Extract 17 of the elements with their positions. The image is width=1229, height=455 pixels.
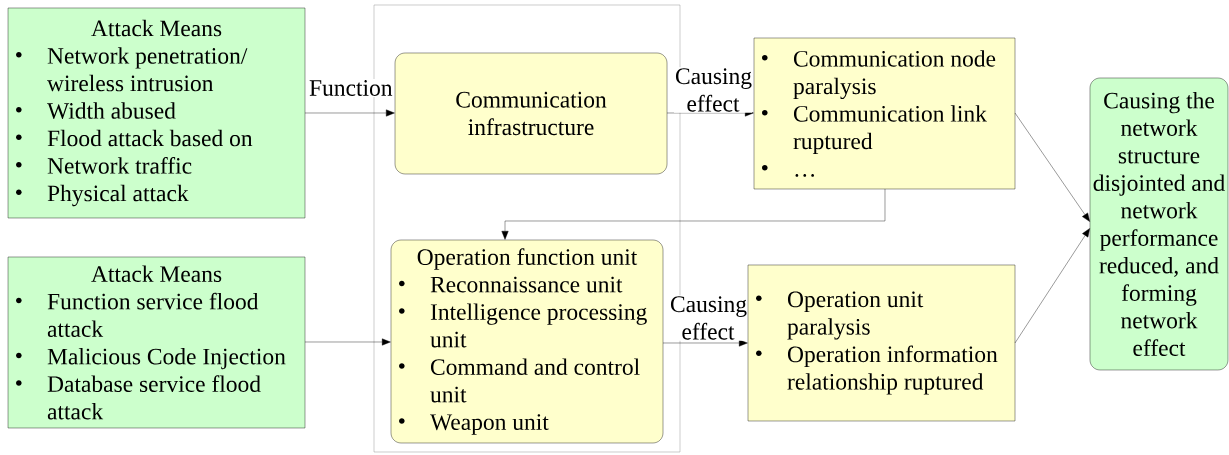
list-box: Attack Means Network penetration/ wireless intrusion Width abused Flood attack based on Network traffic Physical attack	[7, 7, 306, 219]
arrow	[304, 109, 395, 117]
arrow	[1014, 228, 1090, 344]
edge-label: Causing effect	[669, 295, 747, 341]
arrow	[662, 339, 748, 347]
arrow	[501, 188, 886, 240]
result-box: Operation unit paralysis Operation information relationship ruptured	[747, 264, 1016, 422]
list-box: Attack Means Function service flood attack Malicious Code Injection Database service flood attack	[7, 256, 306, 429]
edge-label: Function	[308, 79, 393, 97]
rounded-box: Operation function unit Reconnaissance unit Intelligence processing unit Command and control unit Weapon unit	[390, 239, 664, 444]
arrow	[304, 338, 391, 346]
arrow	[1014, 112, 1090, 222]
edge-label: Causing effect	[674, 67, 752, 113]
rounded-box: Communication infrastructure	[394, 52, 668, 175]
arrow	[666, 109, 754, 117]
result-box: Communication node paralysis Communication link ruptured …	[753, 37, 1016, 190]
outcome-box: Causing the network structure disjointed and network performance reduced, and forming network effect	[1089, 77, 1229, 371]
